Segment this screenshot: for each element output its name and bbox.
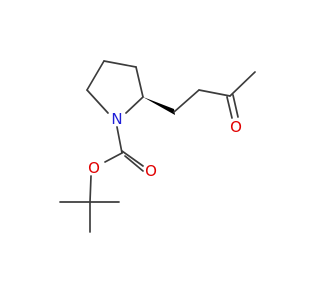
bond-ketone-double-b bbox=[232, 94, 239, 118]
bond-ester-o-tbu bbox=[89, 175, 92, 203]
bond-c5-c4 bbox=[86, 60, 105, 91]
bond-carbamate-double-b bbox=[124, 155, 144, 172]
bond-ch2-ch2 bbox=[173, 89, 200, 113]
atom-o-carbonyl-label: O bbox=[145, 162, 157, 180]
molecule-structure: N O O O bbox=[59, 60, 256, 233]
bond-ketone-double-a bbox=[226, 96, 233, 119]
atom-o-ester-label: O bbox=[88, 159, 100, 177]
bond-ch2-carbonyl bbox=[198, 89, 231, 97]
atom-o-ketone-label: O bbox=[230, 118, 242, 136]
bond-n-c5 bbox=[86, 89, 109, 114]
bond-carbonyl-methyl bbox=[229, 71, 256, 97]
bond-c2-n bbox=[125, 96, 144, 114]
bond-c4-c3 bbox=[103, 60, 137, 68]
bond-carbamate-double-a bbox=[121, 150, 144, 167]
bond-c3-c2 bbox=[135, 66, 144, 98]
atom-n1-label: N bbox=[111, 110, 122, 128]
stereo-wedge-bond bbox=[143, 97, 175, 115]
bond-n-carbonyl bbox=[116, 126, 123, 154]
bond-carbonyl-ester-o bbox=[104, 152, 123, 163]
